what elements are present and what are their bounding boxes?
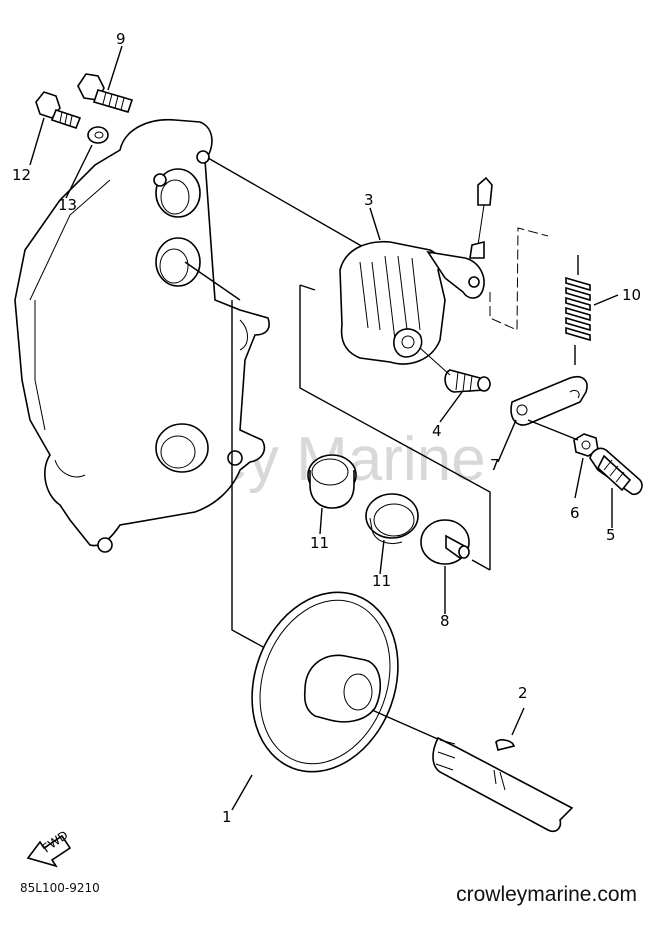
guide-line-1 — [231, 300, 266, 649]
bolt-9 — [77, 73, 134, 113]
fwd-arrow-icon: FWD — [26, 828, 72, 868]
cable-end — [469, 176, 493, 259]
key-2 — [495, 739, 516, 751]
callout-5: 5 — [606, 526, 616, 544]
callout-13: 13 — [58, 196, 77, 214]
callout-11-b: 11 — [372, 572, 391, 590]
callout-11-a: 11 — [310, 534, 329, 552]
callout-9: 9 — [116, 30, 126, 48]
callout-leaders — [29, 45, 619, 811]
spring-10 — [565, 255, 591, 365]
callout-4: 4 — [432, 422, 442, 440]
washer-13 — [87, 126, 109, 144]
outline-left-tick — [299, 284, 316, 291]
bolt-5 — [589, 447, 643, 496]
ring-11-b — [365, 493, 419, 544]
guide-line-6 — [527, 419, 579, 441]
callout-8: 8 — [440, 612, 450, 630]
housing-casing — [14, 118, 270, 553]
plug-11-a — [307, 454, 357, 509]
pin-8 — [420, 519, 470, 565]
callout-3: 3 — [364, 191, 374, 209]
guide-line-housing — [184, 261, 241, 301]
dashed-outline-top — [489, 227, 549, 331]
callout-1: 1 — [222, 808, 232, 826]
bolt-12 — [35, 91, 82, 129]
guide-line-3 — [207, 157, 366, 249]
site-url[interactable]: crowleymarine.com — [456, 883, 637, 906]
lever-7 — [510, 376, 588, 426]
callout-6: 6 — [570, 504, 580, 522]
leader-2 — [511, 707, 525, 736]
outline-left — [299, 285, 491, 570]
lever-assembly-3 — [339, 240, 485, 365]
screw-4 — [419, 347, 491, 393]
shaft — [371, 709, 574, 833]
callout-2: 2 — [518, 684, 528, 702]
callout-10: 10 — [622, 286, 641, 304]
disc-1 — [251, 591, 399, 773]
outline-bottom-tick — [471, 559, 491, 571]
callout-12: 12 — [12, 166, 31, 184]
callout-7: 7 — [490, 456, 500, 474]
diagram-code: 85L100-9210 — [20, 881, 100, 895]
